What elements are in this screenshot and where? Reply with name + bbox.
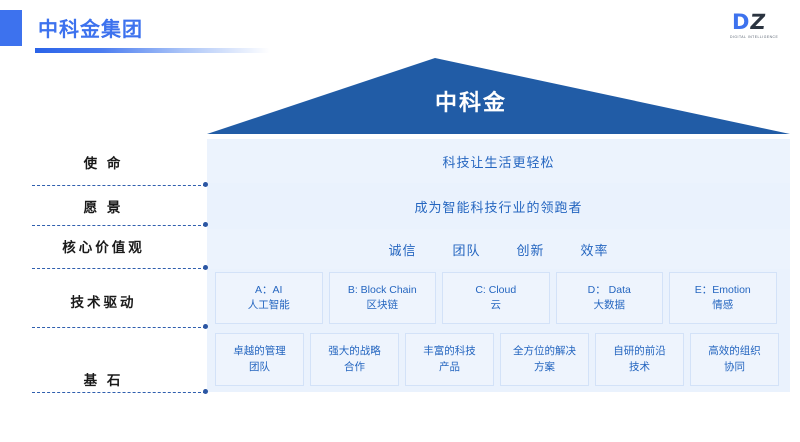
tech-card-line2: 大数据 [593,299,626,311]
core-value-item: 诚信 [388,242,417,258]
rule-tech-drive [32,327,206,328]
band-mission: 科技让生活更轻松 [207,139,790,183]
header-accent-bar [0,10,22,46]
foundation-card-line1: 强大的战略 [328,345,381,358]
row-label-tech-drive: 技术驱动 [70,295,137,310]
roof-triangle-icon [207,58,790,134]
foundation-card[interactable]: 丰富的科技 产品 [405,333,494,386]
rule-foundation [32,392,206,393]
row-label-core-values: 核心价值观 [62,240,145,255]
rule-dot-core-values [203,265,208,270]
strategy-pyramid-panel: 科技让生活更轻松 成为智能科技行业的领跑者 诚信 团队 创新 效率 A：AI 人… [207,139,790,392]
core-value-item: 团队 [452,242,481,258]
tech-card[interactable]: C: Cloud 云 [442,272,550,324]
tech-drive-row: A：AI 人工智能 B: Block Chain 区块链 C: Cloud 云 … [215,272,777,324]
foundation-card-line1: 自研的前沿 [613,345,666,358]
tech-card-line2: 云 [490,299,502,311]
foundation-card-line1: 高效的组织 [708,345,761,358]
row-label-vision: 愿 景 [83,200,124,215]
tech-card-line2: 人工智能 [247,299,290,311]
tech-card[interactable]: A：AI 人工智能 [215,272,323,324]
core-values-row: 诚信 团队 创新 效率 [388,240,608,259]
vision-text: 成为智能科技行业的领跑者 [414,199,583,215]
house-roof: 中科金 [207,58,790,138]
tech-card-line2: 情感 [712,299,734,311]
tech-card-line1: C: Cloud [475,283,517,296]
foundation-card-line2: 技术 [629,360,650,373]
core-value-item: 效率 [580,242,609,258]
row-label-mission: 使 命 [83,156,124,171]
band-core-values: 诚信 团队 创新 效率 [207,229,790,269]
foundation-card[interactable]: 强大的战略 合作 [310,333,399,386]
logo-letter-d: D [732,10,750,34]
foundation-card-line1: 卓越的管理 [233,345,286,358]
foundation-row: 卓越的管理 团队 强大的战略 合作 丰富的科技 产品 全方位的解决 方案 自研的… [215,333,779,386]
tech-card[interactable]: D： Data 大数据 [555,272,663,324]
rule-vision [32,225,206,226]
tech-card[interactable]: B: Block Chain 区块链 [328,272,436,324]
tech-card-line1: D： Data [587,283,631,296]
row-label-foundation: 基 石 [83,373,124,388]
mission-text: 科技让生活更轻松 [442,154,555,170]
foundation-card-line2: 合作 [344,360,365,373]
tech-card-line1: E：Emotion [694,283,751,296]
rule-mission [32,185,206,186]
rule-dot-mission [203,182,208,187]
core-value-item: 创新 [516,242,545,258]
company-logo: D Z DIGITAL INTELLIGENCE [728,10,782,42]
logo-letter-z: Z [748,10,768,34]
tech-card-line2: 区块链 [366,299,399,311]
foundation-card-line1: 全方位的解决 [513,345,576,358]
tech-card[interactable]: E：Emotion 情感 [669,272,777,324]
tech-card-line1: A：AI [255,283,283,296]
foundation-card[interactable]: 全方位的解决 方案 [500,333,589,386]
page-title: 中科金集团 [38,19,143,41]
band-vision: 成为智能科技行业的领跑者 [207,186,790,226]
foundation-card[interactable]: 自研的前沿 技术 [595,333,684,386]
foundation-card-line1: 丰富的科技 [423,345,476,358]
rule-core-values [32,268,206,269]
logo-mark: D Z [732,10,768,34]
foundation-card-line2: 方案 [534,360,555,373]
tech-card-line1: B: Block Chain [347,283,417,296]
roof-title: 中科金 [435,90,508,115]
rule-dot-tech-drive [203,324,208,329]
rule-dot-foundation [203,389,208,394]
header-underline-gradient [35,48,270,53]
logo-tagline: DIGITAL INTELLIGENCE [730,35,779,39]
foundation-card-line2: 团队 [249,360,270,373]
foundation-card[interactable]: 卓越的管理 团队 [215,333,304,386]
rule-dot-vision [203,222,208,227]
foundation-card[interactable]: 高效的组织 协同 [690,333,779,386]
foundation-card-line2: 产品 [439,360,460,373]
foundation-card-line2: 协同 [724,360,745,373]
page-header: 中科金集团 D Z DIGITAL INTELLIGENCE [0,0,800,56]
